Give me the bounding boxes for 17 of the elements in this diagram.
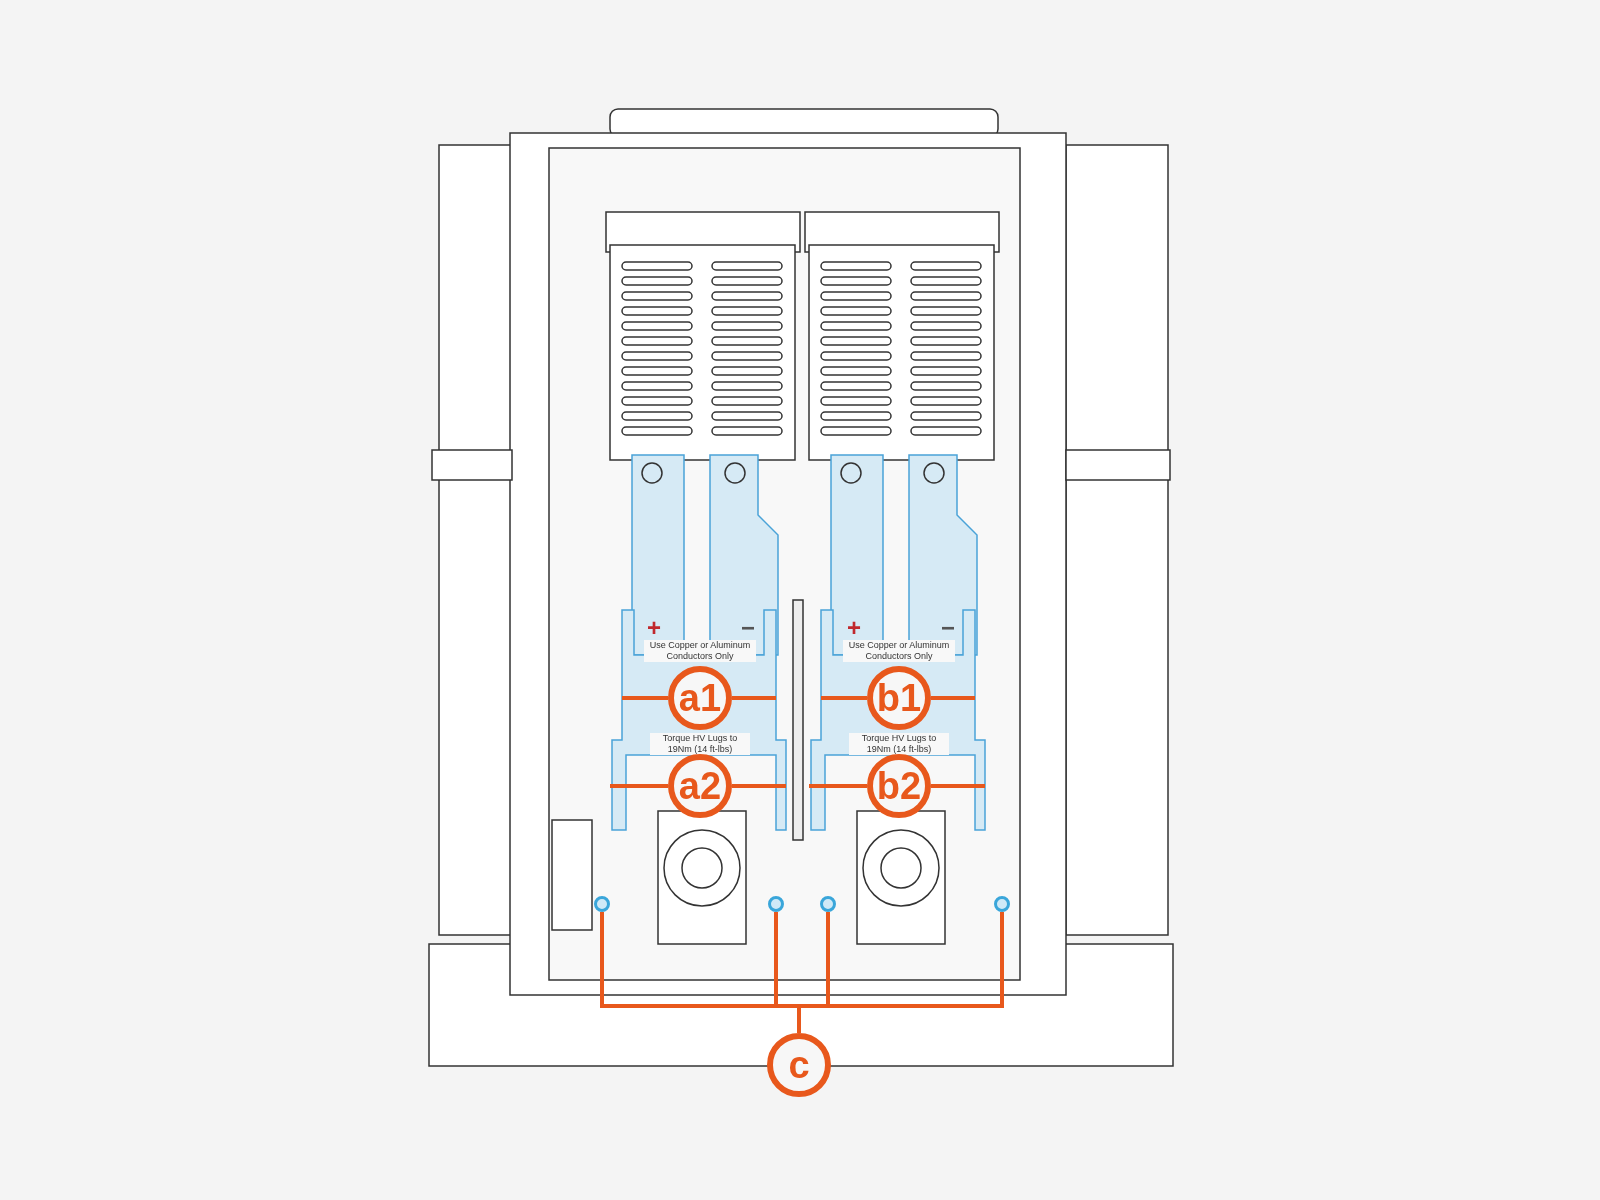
plus-sign: + bbox=[846, 615, 862, 641]
minus-sign: − bbox=[940, 615, 956, 641]
leader-line bbox=[732, 696, 776, 700]
callout-letter: c bbox=[767, 1033, 831, 1097]
leader-line bbox=[622, 696, 668, 700]
leader-line bbox=[931, 784, 985, 788]
minus-sign: − bbox=[740, 615, 756, 641]
warning-text: Use Copper or Aluminum Conductors Only bbox=[843, 640, 955, 662]
leader-line bbox=[610, 784, 668, 788]
torque-note: Torque HV Lugs to 19Nm (14 ft-lbs) bbox=[849, 733, 949, 755]
torque-note: Torque HV Lugs to 19Nm (14 ft-lbs) bbox=[650, 733, 750, 755]
plus-sign: + bbox=[646, 615, 662, 641]
leader-line bbox=[821, 696, 867, 700]
leader-line bbox=[931, 696, 975, 700]
leader-line bbox=[809, 784, 867, 788]
warning-text: Use Copper or Aluminum Conductors Only bbox=[644, 640, 756, 662]
leader-line bbox=[732, 784, 786, 788]
